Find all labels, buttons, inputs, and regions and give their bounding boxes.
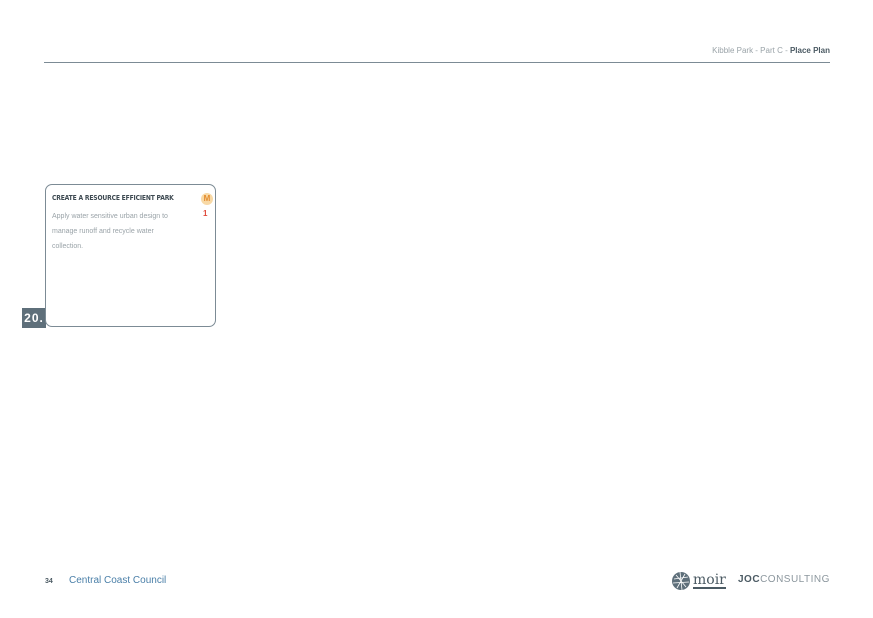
card-title: CREATE A RESOURCE EFFICIENT PARK <box>52 194 174 202</box>
card-description: Apply water sensitive urban design to ma… <box>52 213 168 250</box>
section-title: Place Plan <box>789 46 830 55</box>
consulting-wordmark: CONSULTING <box>760 574 830 585</box>
moir-wordmark: moir <box>693 572 726 589</box>
council-name: Central Coast Council <box>69 575 167 586</box>
moir-logo: moir <box>671 570 726 592</box>
joc-consulting-logo: JOCCONSULTING <box>738 574 830 585</box>
priority-number: 1 <box>203 209 208 218</box>
header-divider <box>44 62 830 63</box>
page-number: 34 <box>45 578 53 585</box>
running-header: Kibble Park - Part C - Place Plan <box>712 46 830 55</box>
action-card: CREATE A RESOURCE EFFICIENT PARK Apply w… <box>45 184 216 327</box>
joc-wordmark: JOC <box>738 574 761 585</box>
document-title: Kibble Park - Part C - <box>712 46 790 55</box>
priority-badge: M <box>201 193 213 205</box>
card-number: 20. <box>22 308 46 328</box>
moir-globe-icon <box>672 571 690 591</box>
